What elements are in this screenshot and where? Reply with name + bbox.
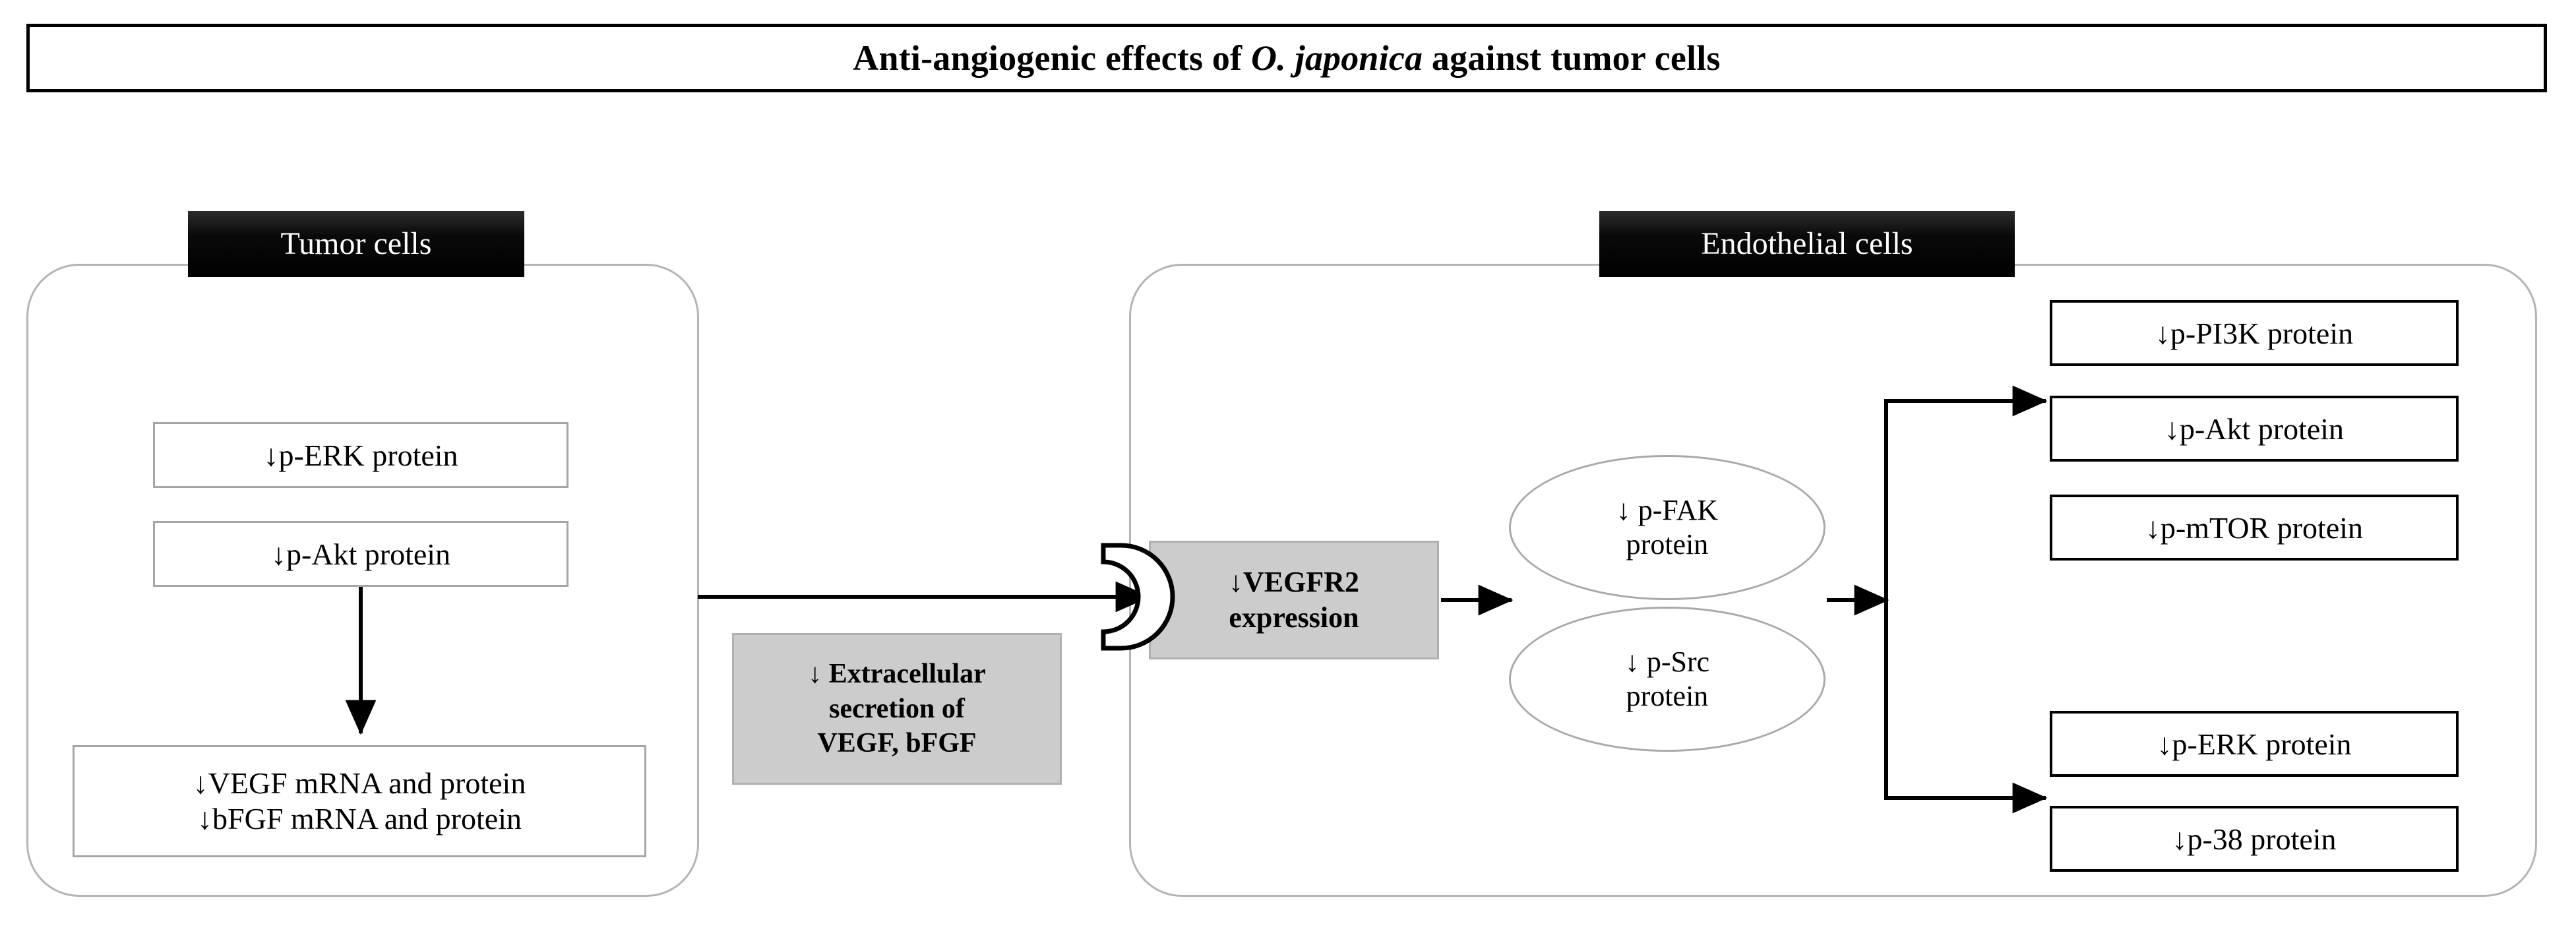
node-tumor-vegf-mrna-label: ↓VEGF mRNA and protein [193, 766, 526, 800]
endothelial-cell-header-label: Endothelial cells [1701, 226, 1913, 261]
node-vegfr2-expression: ↓VEGFR2 expression [1149, 541, 1439, 659]
node-endothelial-p-akt-label: ↓p-Akt protein [2164, 411, 2345, 446]
title-species-name: O. japonica [1251, 38, 1423, 78]
title-prefix: Anti-angiogenic effects of [853, 38, 1252, 78]
extracellular-line-2: secretion of [829, 693, 965, 724]
node-tumor-vegf-bfgf: ↓VEGF mRNA and protein ↓bFGF mRNA and pr… [73, 745, 646, 857]
vegfr2-line-1: ↓VEGFR2 [1229, 566, 1359, 599]
node-p-src-protein: ↓ p-Src protein [1509, 607, 1825, 752]
p-src-line-1: ↓ p-Src [1624, 646, 1710, 679]
extracellular-line-1: ↓ Extracellular [808, 659, 986, 690]
node-p-pi3k-protein: ↓p-PI3K protein [2050, 300, 2459, 366]
node-p-38-label: ↓p-38 protein [2172, 822, 2337, 856]
page-title: Anti-angiogenic effects of O. japonica a… [853, 38, 1720, 78]
node-extracellular-secretion: ↓ Extracellular secretion of VEGF, bFGF [732, 633, 1062, 785]
node-p-pi3k-label: ↓p-PI3K protein [2155, 316, 2354, 350]
vegfr2-line-2: expression [1229, 601, 1359, 634]
title-banner: Anti-angiogenic effects of O. japonica a… [26, 24, 2547, 92]
node-p-fak-protein: ↓ p-FAK protein [1509, 455, 1825, 600]
p-src-line-2: protein [1626, 680, 1709, 712]
p-fak-line-1: ↓ p-FAK [1616, 494, 1719, 527]
tumor-cell-header-plaque: Tumor cells [188, 211, 524, 277]
extracellular-line-3: VEGF, bFGF [817, 728, 977, 759]
node-tumor-bfgf-mrna-label: ↓bFGF mRNA and protein [197, 802, 522, 836]
node-tumor-p-akt-label: ↓p-Akt protein [270, 537, 451, 571]
node-endothelial-p-erk-protein: ↓p-ERK protein [2050, 711, 2459, 777]
node-p-38-protein: ↓p-38 protein [2050, 806, 2459, 872]
node-p-mtor-protein: ↓p-mTOR protein [2050, 495, 2459, 561]
title-suffix: against tumor cells [1423, 38, 1721, 78]
node-tumor-p-erk: ↓p-ERK protein [153, 422, 568, 488]
tumor-cell-header-label: Tumor cells [280, 226, 432, 261]
node-tumor-p-akt: ↓p-Akt protein [153, 521, 568, 587]
node-endothelial-p-akt-protein: ↓p-Akt protein [2050, 396, 2459, 462]
node-tumor-p-erk-label: ↓p-ERK protein [263, 438, 458, 472]
node-endothelial-p-erk-label: ↓p-ERK protein [2157, 727, 2352, 761]
endothelial-cell-header-plaque: Endothelial cells [1599, 211, 2015, 277]
node-p-mtor-label: ↓p-mTOR protein [2145, 510, 2364, 545]
p-fak-line-2: protein [1626, 528, 1709, 561]
